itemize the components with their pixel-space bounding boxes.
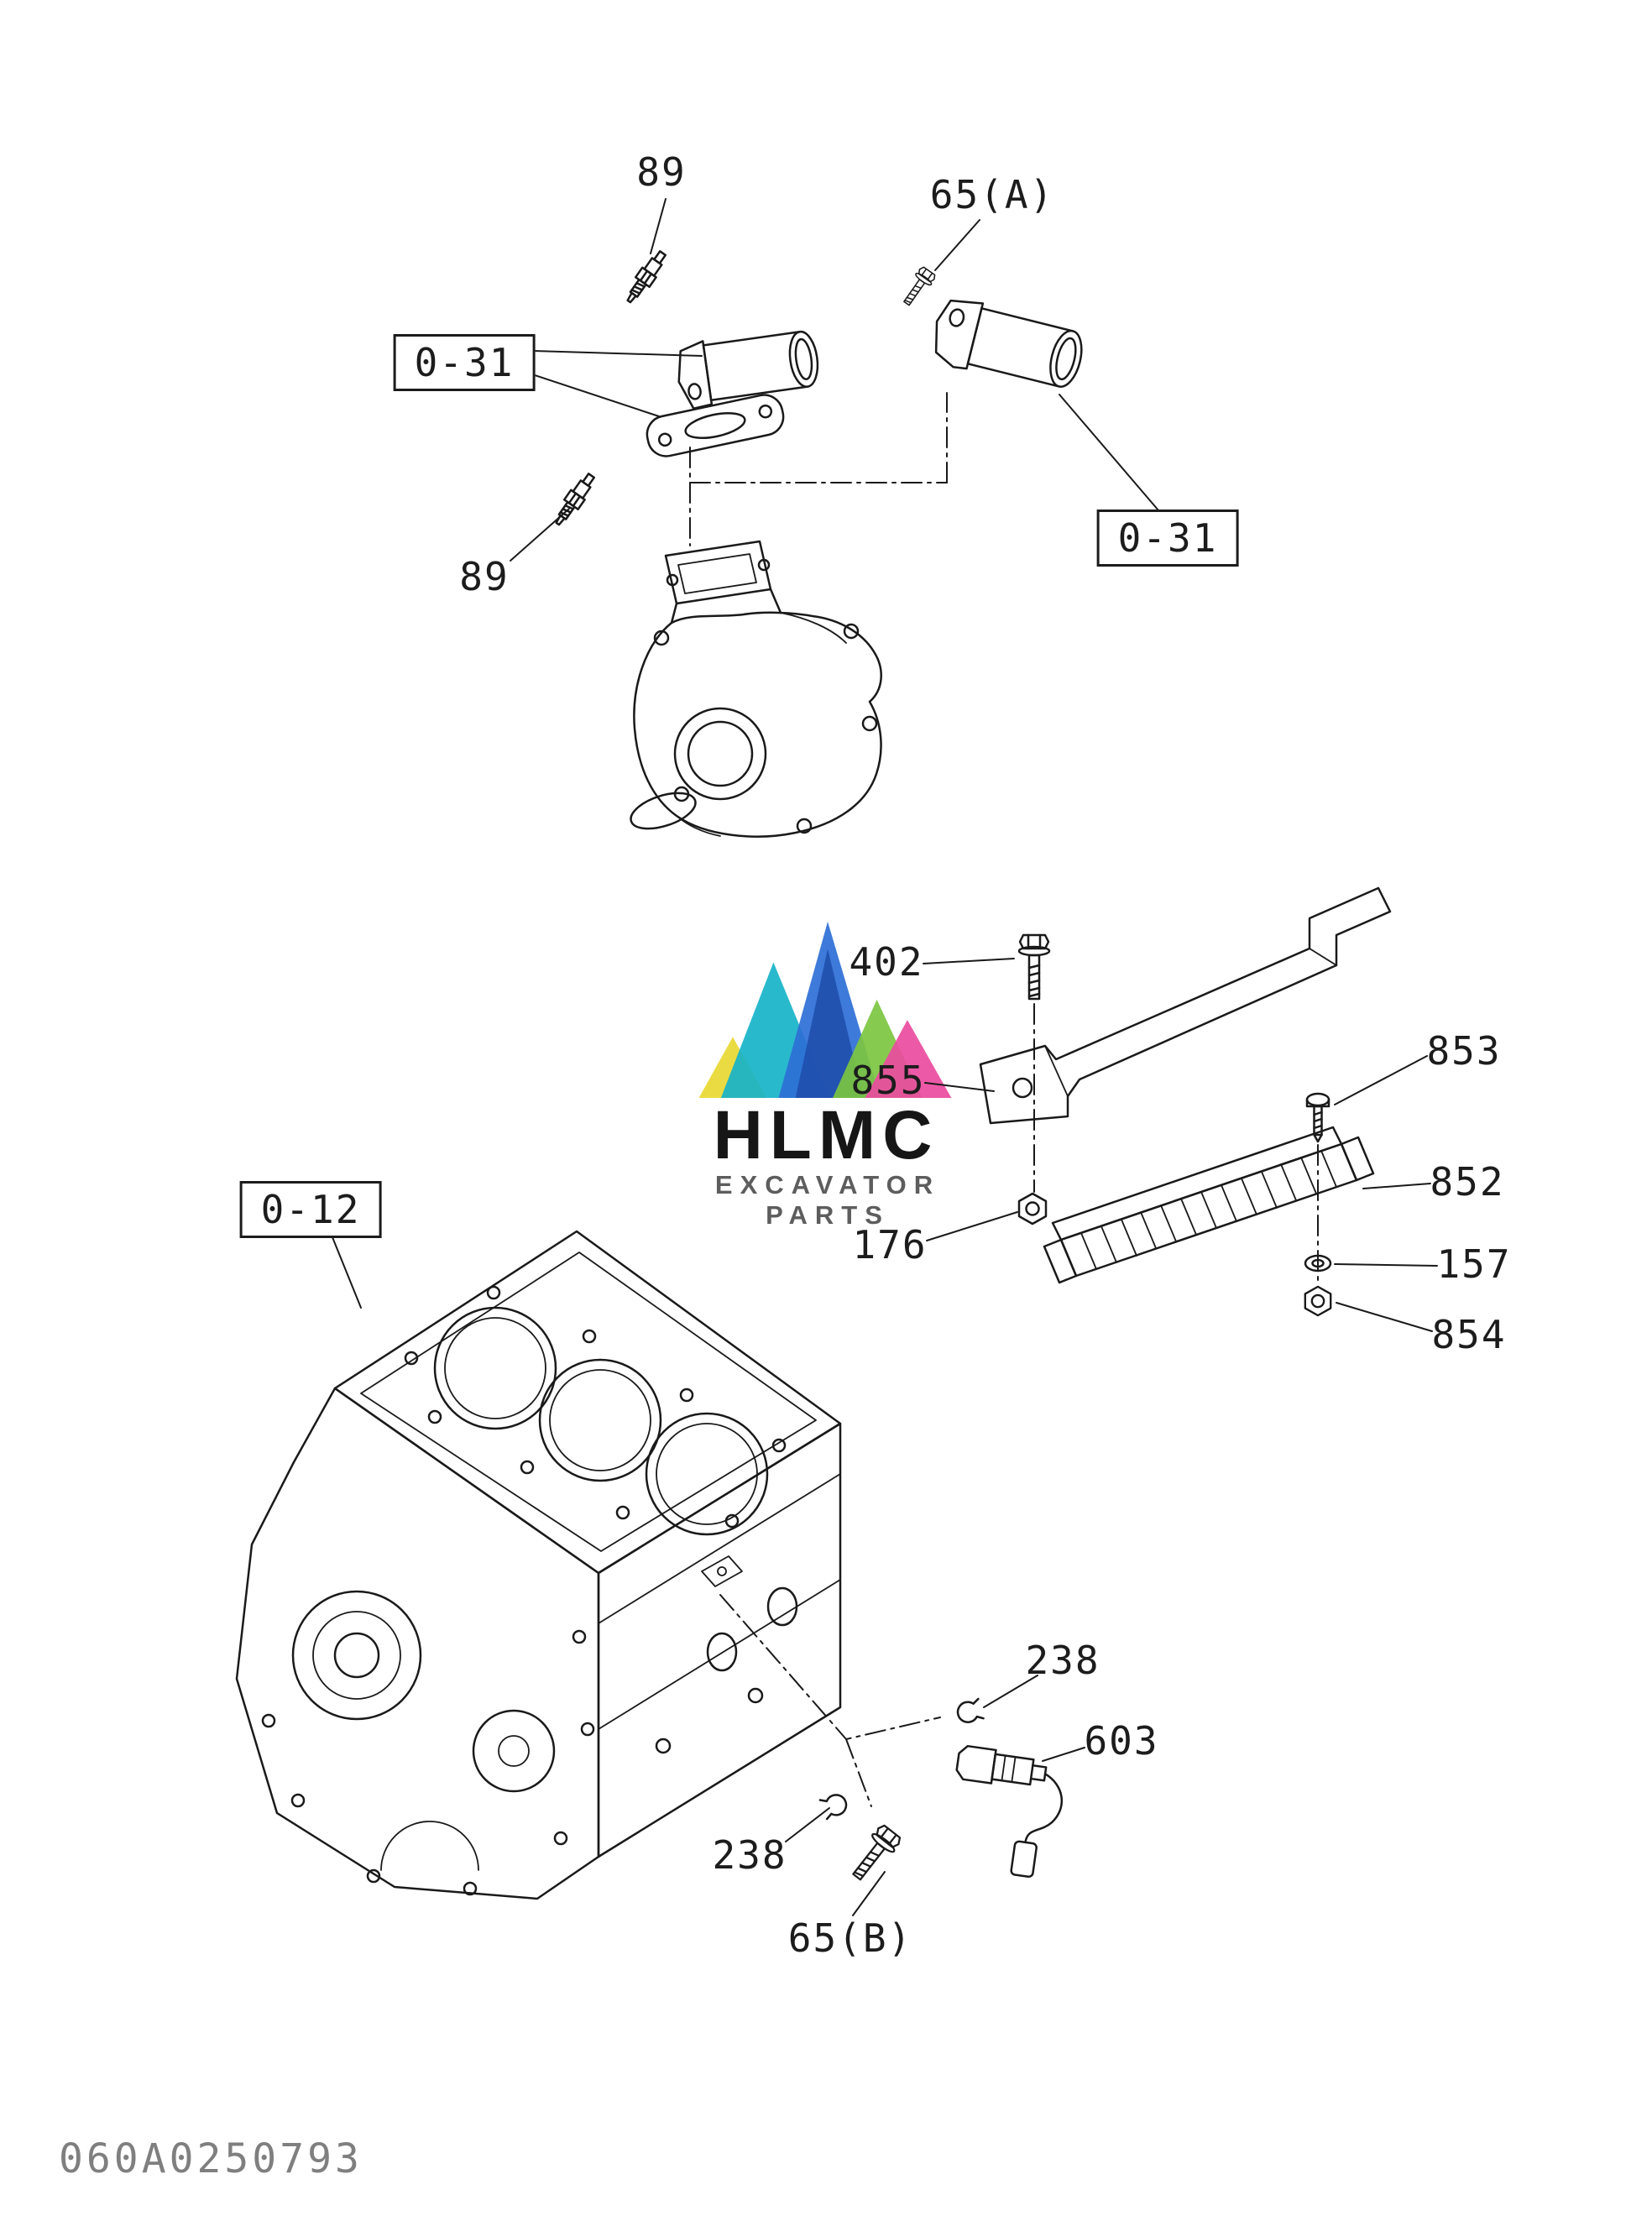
nut-854: [1304, 1285, 1332, 1317]
bracket-bolt-hole: [1012, 1077, 1033, 1099]
thermostat-housing: [630, 540, 882, 838]
bracket-855: [979, 886, 1392, 1125]
callout-854: 854: [1431, 1312, 1507, 1357]
leader-lines-top: [510, 198, 1159, 562]
callout-402: 402: [849, 939, 924, 985]
oil-pressure-sensor-group: [719, 1594, 1085, 1916]
clip-238-upper: [954, 1697, 985, 1726]
callout-89-top: 89: [636, 149, 687, 195]
nut-176: [1017, 1192, 1048, 1225]
screw-853: [1305, 1092, 1330, 1143]
water-outlet-pipe-right: [934, 299, 1083, 388]
oil-pressure-switch-603: [955, 1744, 1064, 1879]
logo-triangle-magenta: [865, 1020, 952, 1098]
watermark-brand: HLMC: [713, 1097, 939, 1173]
leader-lines-bottom: [785, 1675, 1085, 1916]
callout-855: 855: [850, 1058, 926, 1103]
callout-157: 157: [1436, 1241, 1512, 1287]
document-number: 060A0250793: [59, 2135, 363, 2182]
construction-lines-heater: [1033, 1003, 1319, 1287]
temp-sensor-89-left: [549, 469, 599, 530]
logo-triangle-deep-blue: [795, 948, 864, 1098]
engine-block-drawing: [235, 1230, 842, 1900]
gasket-water-outlet: [646, 394, 785, 457]
temp-sensor-89-top: [620, 247, 671, 307]
water-outlet-assembly: [510, 198, 1159, 838]
heater-grid-852: [1043, 1126, 1375, 1284]
callout-603: 603: [1084, 1718, 1159, 1764]
callout-65b: 65(B): [787, 1915, 913, 1961]
clip-238-lower: [818, 1790, 850, 1821]
callout-238-upper: 238: [1025, 1638, 1100, 1683]
water-outlet-pipe-left: [677, 330, 819, 410]
bolt-65a: [898, 264, 938, 310]
ref-box-0-31-right: 0-31: [1096, 510, 1239, 567]
leader-lines-heater: [923, 958, 1438, 1332]
callout-238-lower: 238: [712, 1832, 787, 1878]
watermark-logo-icon: [698, 922, 952, 1098]
construction-lines-bottom: [719, 1594, 941, 1807]
callout-65a: 65(A): [929, 172, 1055, 217]
callout-853: 853: [1426, 1028, 1502, 1074]
bolt-402: [1017, 933, 1051, 1001]
air-heater-assembly: [923, 886, 1438, 1332]
callout-176: 176: [852, 1222, 928, 1267]
ref-box-0-12: 0-12: [239, 1181, 382, 1238]
construction-lines-top: [689, 392, 948, 546]
callout-852: 852: [1430, 1159, 1505, 1205]
ref-box-0-31-left: 0-31: [393, 334, 536, 391]
callout-89-left: 89: [459, 554, 510, 599]
watermark-subtitle: EXCAVATOR PARTS: [714, 1170, 941, 1230]
bolt-65b: [844, 1821, 904, 1887]
